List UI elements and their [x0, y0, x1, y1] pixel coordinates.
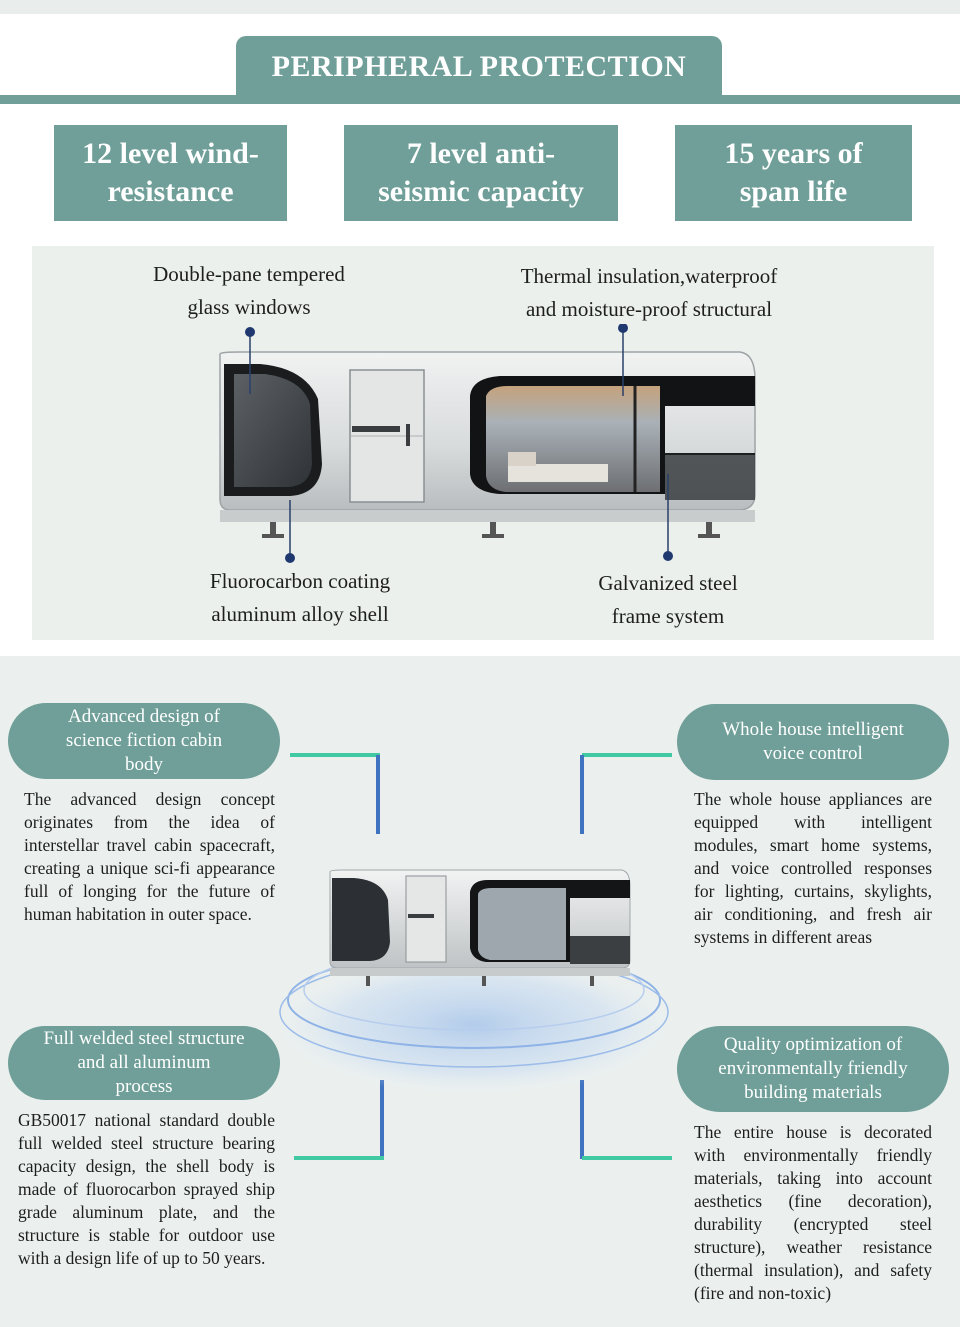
insulation-label: Thermal insulation,waterproof and moistur… [488, 260, 810, 326]
feature-line: span life [739, 175, 848, 208]
label-line: glass windows [187, 295, 311, 319]
top-band [0, 0, 960, 14]
cabin-illustration [219, 324, 756, 563]
label-line: Galvanized steel [598, 571, 738, 595]
detail-text-materials: The entire house is decorated with envir… [694, 1122, 932, 1303]
feature-line: resistance [107, 175, 234, 208]
heading-line: Full welded steel structure [43, 1028, 245, 1049]
frame-label: Galvanized steel frame system [568, 567, 768, 633]
heading-line: process [115, 1076, 173, 1097]
detail-heading-design: Advanced design of science fiction cabin b… [8, 703, 280, 779]
connector-bottom-right [580, 1080, 672, 1160]
heading-line: body [125, 754, 163, 775]
label-line: Thermal insulation,waterproof [520, 264, 778, 288]
heading-line: environmentally friendly [718, 1058, 908, 1079]
title-divider [0, 95, 960, 104]
page-title: PERIPHERAL PROTECTION [236, 36, 722, 98]
detail-text-welded-structure: GB50017 national standard double full we… [18, 1110, 275, 1268]
feature-line: 7 level anti- [406, 137, 556, 170]
feature-span-life: 15 years of span life [675, 125, 912, 221]
detail-text-voice-control: The whole house appliances are equipped … [694, 789, 932, 947]
detail-heading-welded-structure: Full welded steel structure and all alumi… [8, 1026, 280, 1100]
connector-bottom-left [294, 1080, 384, 1160]
window-label: Double-pane tempered glass windows [118, 258, 380, 324]
heading-line: Advanced design of [68, 706, 220, 727]
shell-label: Fluorocarbon coating aluminum alloy shell [170, 565, 430, 631]
feature-wind-resistance: 12 level wind-resistance [54, 125, 287, 221]
label-line: aluminum alloy shell [211, 602, 389, 626]
label-line: and moisture-proof structural [525, 297, 773, 321]
detail-text-design: The advanced design concept originates f… [24, 789, 275, 924]
label-line: Double-pane tempered [153, 262, 345, 286]
feature-line: 12 level wind- [82, 137, 259, 170]
heading-line: voice control [763, 743, 863, 764]
connector-top-right [580, 753, 672, 834]
heading-line: science fiction cabin [65, 730, 223, 751]
connector-top-left [290, 753, 380, 834]
cabin-platform-illustration [274, 869, 674, 1095]
heading-line: Whole house intelligent [722, 719, 904, 740]
detail-heading-materials: Quality optimization of environmentally f… [677, 1026, 949, 1112]
heading-line: Quality optimization of [723, 1034, 903, 1055]
label-line: Fluorocarbon coating [209, 569, 391, 593]
feature-anti-seismic: 7 level anti-seismic capacity [344, 125, 618, 221]
label-line: frame system [611, 604, 725, 628]
feature-line: 15 years of [724, 137, 863, 170]
detail-heading-voice-control: Whole house intelligent voice control [677, 704, 949, 780]
heading-line: and all aluminum [77, 1052, 211, 1073]
feature-line: seismic capacity [378, 175, 584, 208]
heading-line: building materials [744, 1082, 882, 1103]
